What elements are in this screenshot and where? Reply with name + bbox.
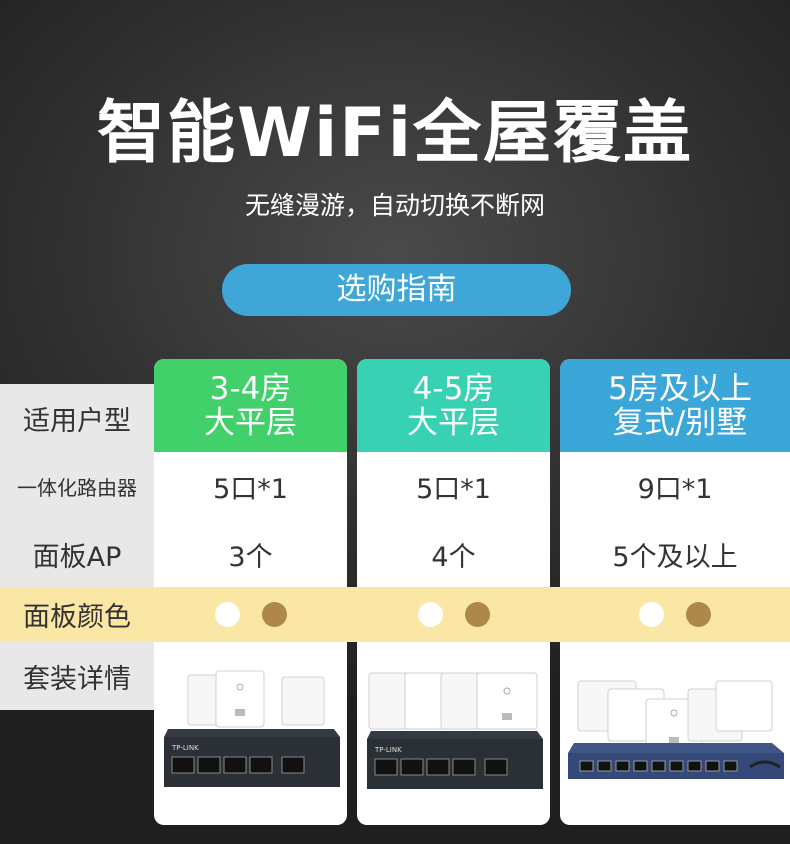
- router-icon: TP-LINK: [367, 731, 543, 789]
- white-color-dot: [214, 602, 240, 627]
- buying-guide-button[interactable]: 选购指南: [222, 264, 571, 316]
- white-color-dot: [417, 602, 443, 627]
- plan-rooms: 5房及以上: [608, 370, 752, 407]
- router-icon: [568, 743, 784, 779]
- plan-card-2[interactable]: 4-5房 大平层 5口*1 4个 TP-LINK: [357, 359, 550, 825]
- package-image-3: [568, 680, 784, 779]
- plan-rooms: 4-5房: [412, 370, 495, 407]
- plan-rooms: 3-4房: [209, 370, 292, 407]
- brand-label: TP-LINK: [171, 744, 199, 752]
- panel-ap-icon: [368, 672, 538, 730]
- plan-panel-ap: 5个及以上: [612, 541, 738, 573]
- label-column: 适用户型 一体化路由器 面板AP 面板颜色 套装详情: [0, 384, 154, 710]
- white-color-dot: [639, 602, 664, 627]
- plan-card-3[interactable]: 5房及以上 复式/别墅 9口*1 5个及以上: [560, 359, 790, 825]
- plan-card-header: 5房及以上 复式/别墅: [560, 359, 790, 452]
- plan-card-header: 3-4房 大平层: [154, 359, 347, 452]
- gold-color-dot: [261, 602, 287, 627]
- plan-house-type: 大平层: [407, 404, 500, 441]
- label-house-type: 适用户型: [23, 405, 131, 437]
- package-image-2: TP-LINK: [367, 672, 543, 789]
- gold-color-dot: [686, 602, 711, 627]
- plan-house-type: 复式/别墅: [612, 404, 748, 441]
- plan-panel-colors: [357, 587, 550, 642]
- panel-ap-icon: [577, 680, 773, 754]
- plan-router: 9口*1: [637, 474, 713, 505]
- label-panel-color: 面板颜色: [0, 587, 154, 642]
- plan-router: 5口*1: [416, 474, 491, 505]
- panel-ap-icon: [187, 670, 325, 728]
- plan-router: 5口*1: [213, 474, 288, 505]
- gold-color-dot: [464, 602, 490, 627]
- subline: 无缝漫游，自动切换不断网: [244, 191, 545, 220]
- plan-panel-ap: 3个: [228, 541, 273, 573]
- plan-panel-colors: [560, 587, 790, 642]
- plan-card-header: 4-5房 大平层: [357, 359, 550, 452]
- label-router: 一体化路由器: [17, 476, 137, 500]
- headline: 智能WiFi全屋覆盖: [96, 94, 694, 173]
- router-icon: TP-LINK: [164, 729, 340, 787]
- brand-label: TP-LINK: [374, 746, 402, 754]
- plan-card-1[interactable]: 3-4房 大平层 5口*1 3个 TP-LINK: [154, 359, 347, 825]
- label-panel-ap: 面板AP: [32, 541, 122, 573]
- package-image-1: TP-LINK: [164, 670, 340, 787]
- plan-house-type: 大平层: [204, 404, 297, 441]
- plan-panel-ap: 4个: [431, 541, 476, 573]
- plan-panel-colors: [154, 587, 347, 642]
- label-package: 套装详情: [23, 663, 131, 695]
